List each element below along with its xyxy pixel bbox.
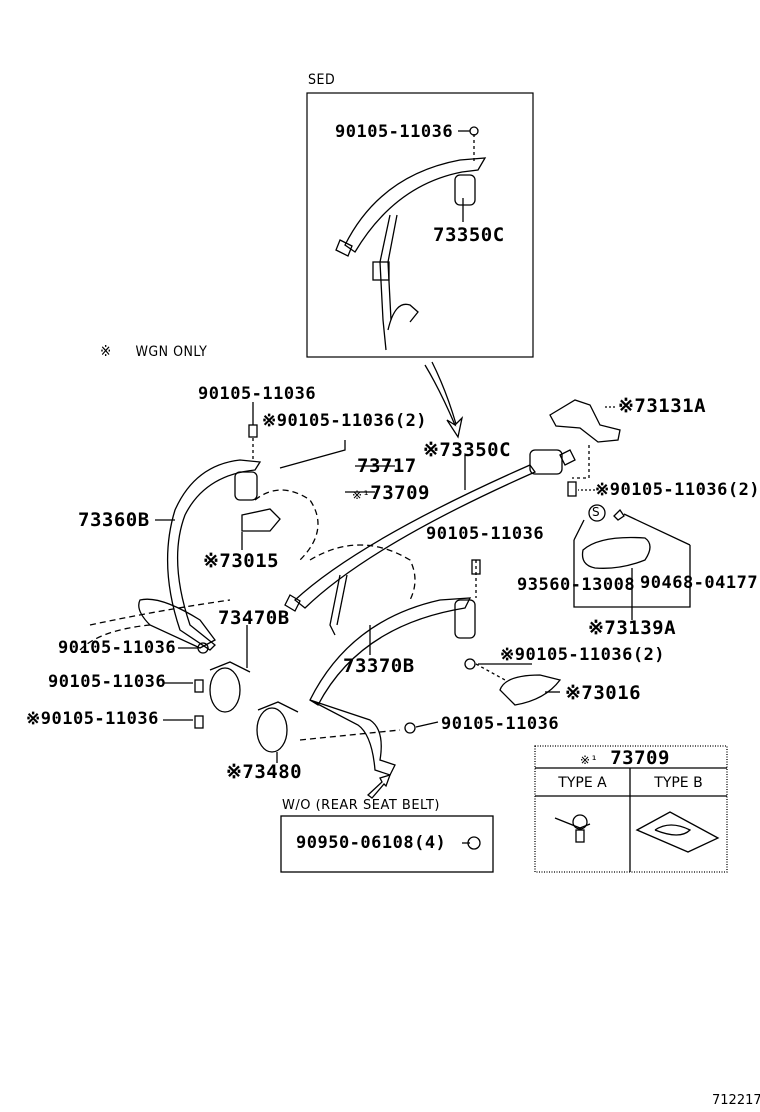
sedan-inset-label: SED (308, 72, 336, 88)
type-a-header: TYPE A (558, 775, 607, 791)
type-table-title[interactable]: ※¹ 73709 (580, 747, 670, 769)
center-seat-belt-drawing (284, 449, 576, 636)
legend-note: ※ WGN ONLY (100, 341, 207, 360)
part-73016 (499, 674, 562, 706)
callout-93560-13008[interactable]: 93560-13008 (517, 575, 636, 595)
callout-sed-73350C[interactable]: 73350C (433, 224, 505, 246)
callout-73370B[interactable]: 73370B (343, 655, 415, 677)
callout-90105-11036-2-cover[interactable]: ※90105-11036(2) (500, 645, 666, 665)
callout-90105-11036-top[interactable]: 90105-11036 (198, 384, 317, 404)
callout-73480[interactable]: ※73480 (226, 761, 303, 783)
callout-73131A[interactable]: ※73131A (618, 395, 707, 417)
s-marker: S (592, 505, 601, 519)
callout-73139A[interactable]: ※73139A (588, 617, 677, 639)
part-73131A (549, 399, 621, 443)
leader-lines (155, 402, 615, 844)
callout-90105-11036-wgn-left[interactable]: ※90105-11036 (26, 709, 159, 729)
type-b-pad-drawing (635, 811, 720, 853)
transition-arrow (424, 361, 464, 439)
type-b-header: TYPE B (654, 775, 703, 791)
seat-outline (79, 489, 416, 741)
part-73139A (581, 536, 651, 569)
right-seat-belt-drawing (309, 559, 481, 776)
callout-73016[interactable]: ※73016 (565, 682, 642, 704)
note-text: WGN ONLY (135, 344, 208, 360)
type-a-fastener-drawing (554, 814, 591, 843)
callout-90105-11036-2-wgn[interactable]: ※90105-11036(2) (262, 411, 428, 431)
type-table-frame (534, 745, 728, 873)
part-73470B (209, 667, 241, 713)
callout-73360B[interactable]: 73360B (78, 509, 150, 531)
callout-73015[interactable]: ※73015 (203, 550, 280, 572)
part-73480 (256, 707, 288, 753)
callout-73709[interactable]: ※¹73709 (352, 482, 430, 504)
w-o-arrow (366, 774, 392, 799)
callout-90950-06108[interactable]: 90950-06108(4) (296, 833, 447, 853)
rear-seat-belt-heading: W/O (REAR SEAT BELT) (282, 798, 440, 813)
sedan-seat-belt-drawing (335, 126, 487, 351)
callout-90468-04177[interactable]: 90468-04177 (640, 573, 759, 593)
note-symbol: ※ (100, 342, 112, 360)
callout-sed-90105-11036[interactable]: 90105-11036 (335, 122, 454, 142)
callout-90105-11036-2-right[interactable]: ※90105-11036(2) (595, 480, 760, 500)
left-seat-belt-drawing (138, 424, 262, 654)
callout-90105-11036-left-2[interactable]: 90105-11036 (48, 672, 167, 692)
callout-73350C[interactable]: ※73350C (423, 439, 512, 461)
callout-90105-11036-left-1[interactable]: 90105-11036 (58, 638, 177, 658)
sedan-inset-frame (306, 92, 534, 358)
figure-number: 712217 (712, 1093, 760, 1108)
callout-90105-11036-center[interactable]: 90105-11036 (426, 524, 545, 544)
part-73015 (241, 508, 281, 532)
callout-73470B[interactable]: 73470B (218, 607, 290, 629)
s-marker-circle (588, 504, 606, 522)
rear-seat-belt-box-frame (280, 815, 494, 873)
callout-90105-11036-right-lower[interactable]: 90105-11036 (441, 714, 560, 734)
callout-73717[interactable]: 73717 (357, 455, 417, 477)
bolt (567, 481, 577, 497)
